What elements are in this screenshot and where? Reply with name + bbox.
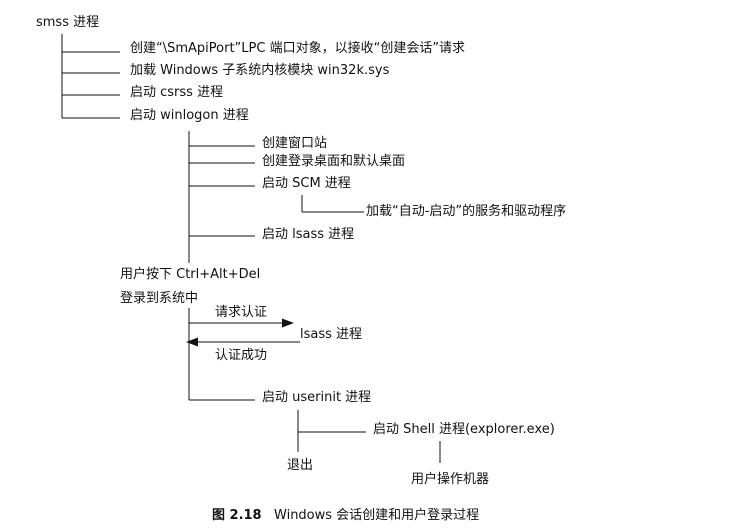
figure-title: Windows 会话创建和用户登录过程 bbox=[274, 508, 480, 523]
smss-child-4: 启动 winlogon 进程 bbox=[130, 108, 249, 123]
userinit-label: 启动 userinit 进程 bbox=[262, 390, 372, 405]
smss-child-2: 加载 Windows 子系统内核模块 win32k.sys bbox=[130, 63, 390, 78]
auth-success-label: 认证成功 bbox=[215, 348, 268, 363]
shell-label: 启动 Shell 进程(explorer.exe) bbox=[373, 422, 555, 437]
auth-request-arrowhead bbox=[282, 318, 294, 328]
shell-user-label: 用户操作机器 bbox=[411, 472, 490, 487]
scm-child: 加载“自动-启动”的服务和驱动程序 bbox=[366, 204, 567, 219]
login-label: 登录到系统中 bbox=[120, 291, 199, 306]
figure-number: 图 2.18 bbox=[212, 508, 262, 523]
winlogon-child-3: 启动 SCM 进程 bbox=[262, 176, 351, 191]
smss-label: smss 进程 bbox=[36, 15, 100, 30]
lsass-label: lsass 进程 bbox=[300, 327, 363, 342]
winlogon-child-1: 创建窗口站 bbox=[262, 136, 328, 151]
winlogon-child-2: 创建登录桌面和默认桌面 bbox=[262, 154, 406, 169]
figure-caption: 图 2.18 Windows 会话创建和用户登录过程 bbox=[212, 509, 479, 522]
smss-child-1: 创建“\SmApiPort”LPC 端口对象，以接收“创建会话”请求 bbox=[130, 41, 466, 56]
winlogon-child-4: 启动 lsass 进程 bbox=[262, 227, 355, 242]
exit-label: 退出 bbox=[287, 458, 314, 473]
auth-success-arrowhead bbox=[186, 337, 198, 347]
user-action: 用户按下 Ctrl+Alt+Del bbox=[120, 267, 261, 282]
auth-request-label: 请求认证 bbox=[215, 305, 268, 320]
smss-child-3: 启动 csrss 进程 bbox=[130, 85, 224, 100]
